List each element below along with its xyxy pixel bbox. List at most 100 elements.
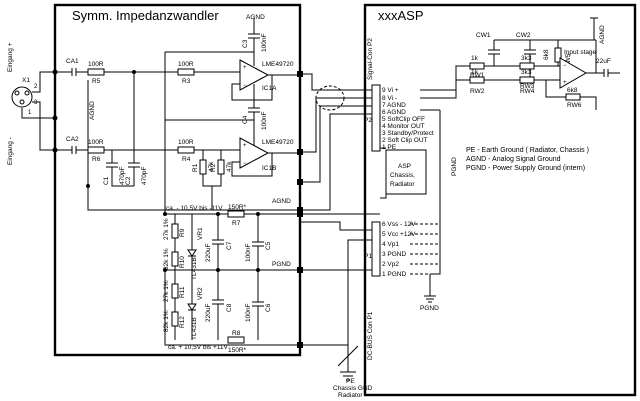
svg-text:100R: 100R xyxy=(88,139,104,146)
opamp-ic1b: + − LME49720 IC1B xyxy=(239,137,294,172)
svg-text:Input stage: Input stage xyxy=(564,49,597,56)
r8-resistor: R8 150R* xyxy=(227,330,247,354)
svg-text:1: 1 xyxy=(28,110,32,116)
svg-text:VR2: VR2 xyxy=(197,287,204,300)
svg-text:100R: 100R xyxy=(178,61,194,68)
svg-text:27k 1%: 27k 1% xyxy=(163,280,170,302)
svg-text:6k8: 6k8 xyxy=(543,49,550,60)
svg-text:470pF: 470pF xyxy=(119,167,126,185)
ca1-capacitor: CA1 xyxy=(66,58,79,76)
c2-capacitor: C2 470pF xyxy=(125,72,148,185)
svg-text:100nF: 100nF xyxy=(261,112,268,130)
svg-text:+: + xyxy=(563,80,567,86)
svg-text:C3: C3 xyxy=(242,39,249,48)
svg-text:C5: C5 xyxy=(265,241,272,250)
svg-text:R9: R9 xyxy=(179,228,186,237)
output-capacitor: 22uF xyxy=(596,58,611,77)
svg-text:6 AGND: 6 AGND xyxy=(382,109,406,116)
svg-text:P1: P1 xyxy=(364,253,372,260)
ca2-capacitor: CA2 xyxy=(66,136,79,154)
svg-text:5 Vcc +12V: 5 Vcc +12V xyxy=(382,231,416,238)
vr1-shunt-regulator: VR1 TL431B xyxy=(187,227,204,280)
svg-text:3: 3 xyxy=(34,100,38,106)
input-minus-label: Eingang - xyxy=(7,137,14,165)
svg-text:220uF: 220uF xyxy=(205,244,212,262)
svg-text:7 AGND: 7 AGND xyxy=(382,102,406,109)
svg-text:1 PGND: 1 PGND xyxy=(382,271,407,278)
svg-text:AGND - Analog Signal Ground: AGND - Analog Signal Ground xyxy=(466,156,561,163)
right-panel-title: xxxASP xyxy=(378,8,424,23)
svg-text:RW1: RW1 xyxy=(470,72,485,79)
svg-text:PE - Earth Ground ( Radiat: PE - Earth Ground ( Radiator, Chassis ) xyxy=(466,147,589,154)
svg-text:CW2: CW2 xyxy=(516,32,531,39)
asp-module-frame xyxy=(363,3,637,397)
c4-capacitor: C4 100nF xyxy=(242,84,268,145)
asp-chassis-box: ASP Chassis, Radiator xyxy=(385,149,427,195)
svg-text:150R*: 150R* xyxy=(228,347,247,354)
svg-text:2 Soft Clip OUT: 2 Soft Clip OUT xyxy=(382,137,428,144)
svg-text:+: + xyxy=(243,143,247,149)
svg-text:TL431B: TL431B xyxy=(191,317,198,340)
svg-text:100nF: 100nF xyxy=(245,304,252,322)
svg-text:R11: R11 xyxy=(179,286,186,298)
svg-text:RW4: RW4 xyxy=(520,88,535,95)
svg-text:−: − xyxy=(563,63,567,69)
svg-text:AGND: AGND xyxy=(246,14,265,21)
c7-capacitor: 220uF C7 xyxy=(205,214,233,270)
svg-text:1 PE: 1 PE xyxy=(382,144,397,151)
pgnd-net-label-right: PGND xyxy=(420,305,439,312)
svg-text:R6: R6 xyxy=(92,156,101,163)
agnd-net-label-left: AGND xyxy=(89,101,96,120)
svg-text:−: − xyxy=(243,161,247,167)
svg-text:CW1: CW1 xyxy=(476,32,491,39)
svg-text:C1: C1 xyxy=(103,176,110,185)
svg-text:TL431B: TL431B xyxy=(191,257,198,280)
r6-resistor: 100R R6 xyxy=(87,139,105,163)
pgnd-vertical-label: PGND xyxy=(451,157,458,176)
svg-text:R3: R3 xyxy=(182,78,191,85)
vr2-shunt-regulator: VR2 TL431B xyxy=(187,287,204,340)
svg-text:82k 1%: 82k 1% xyxy=(163,310,170,332)
svg-text:RW6: RW6 xyxy=(567,102,582,109)
svg-text:100nF: 100nF xyxy=(261,34,268,52)
svg-text:R4: R4 xyxy=(182,156,191,163)
r5-resistor: 100R R5 xyxy=(87,61,105,85)
svg-text:R12: R12 xyxy=(179,316,186,328)
svg-text:X1: X1 xyxy=(22,77,30,84)
p1-connector[interactable]: 6 Vss - 12V 5 Vcc +12V 4 Vp1 3 PGND 2 Vp… xyxy=(364,221,416,278)
agnd-net-label-mid: AGND xyxy=(272,198,291,205)
opamp-ic1a: + − LME49720 IC1A xyxy=(239,59,294,92)
c3-capacitor: C3 100nF AGND xyxy=(242,14,268,66)
radiator-label: Radiator xyxy=(338,392,363,399)
svg-text:8 Vi -: 8 Vi - xyxy=(382,95,397,102)
svg-text:LME49720: LME49720 xyxy=(262,139,294,146)
svg-text:CA1: CA1 xyxy=(66,58,79,65)
svg-text:C2: C2 xyxy=(125,176,132,185)
svg-text:100R: 100R xyxy=(178,139,194,146)
cw2-capacitor: CW2 xyxy=(516,32,536,80)
svg-text:R8: R8 xyxy=(232,330,241,337)
svg-text:RW3: RW3 xyxy=(520,83,535,90)
svg-text:470pF: 470pF xyxy=(141,167,148,185)
rw4-resistor: 3k3 RW4 xyxy=(519,69,535,95)
svg-text:+: + xyxy=(243,65,247,71)
pos-rail-label: ca. + 10,5V bis +11V xyxy=(168,344,229,351)
svg-text:Chassis,: Chassis, xyxy=(390,172,415,179)
svg-text:5 SoftClip OFF: 5 SoftClip OFF xyxy=(382,116,425,123)
svg-text:VR1: VR1 xyxy=(197,227,204,240)
chassis-gnd-label: Chassis GND xyxy=(333,385,373,392)
p2-connector[interactable]: 9 Vi + 8 Vi - 7 AGND 6 AGND 5 SoftClip O… xyxy=(364,84,434,152)
svg-text:9 Vi +: 9 Vi + xyxy=(382,87,399,94)
p1-side-label: DC-BUS Con P1 xyxy=(367,311,374,360)
twisted-pair-shield xyxy=(315,85,345,111)
svg-text:100nF: 100nF xyxy=(245,244,252,262)
svg-text:R2: R2 xyxy=(210,163,217,172)
svg-text:3 PGND: 3 PGND xyxy=(382,251,407,258)
r7-resistor: 150R* R7 xyxy=(227,204,247,227)
svg-text:6k8: 6k8 xyxy=(567,87,578,94)
svg-text:6 Vss - 12V: 6 Vss - 12V xyxy=(382,221,416,228)
svg-text:82k 1%: 82k 1% xyxy=(163,248,170,270)
svg-text:47k: 47k xyxy=(226,161,233,172)
svg-text:ASP: ASP xyxy=(398,163,411,170)
